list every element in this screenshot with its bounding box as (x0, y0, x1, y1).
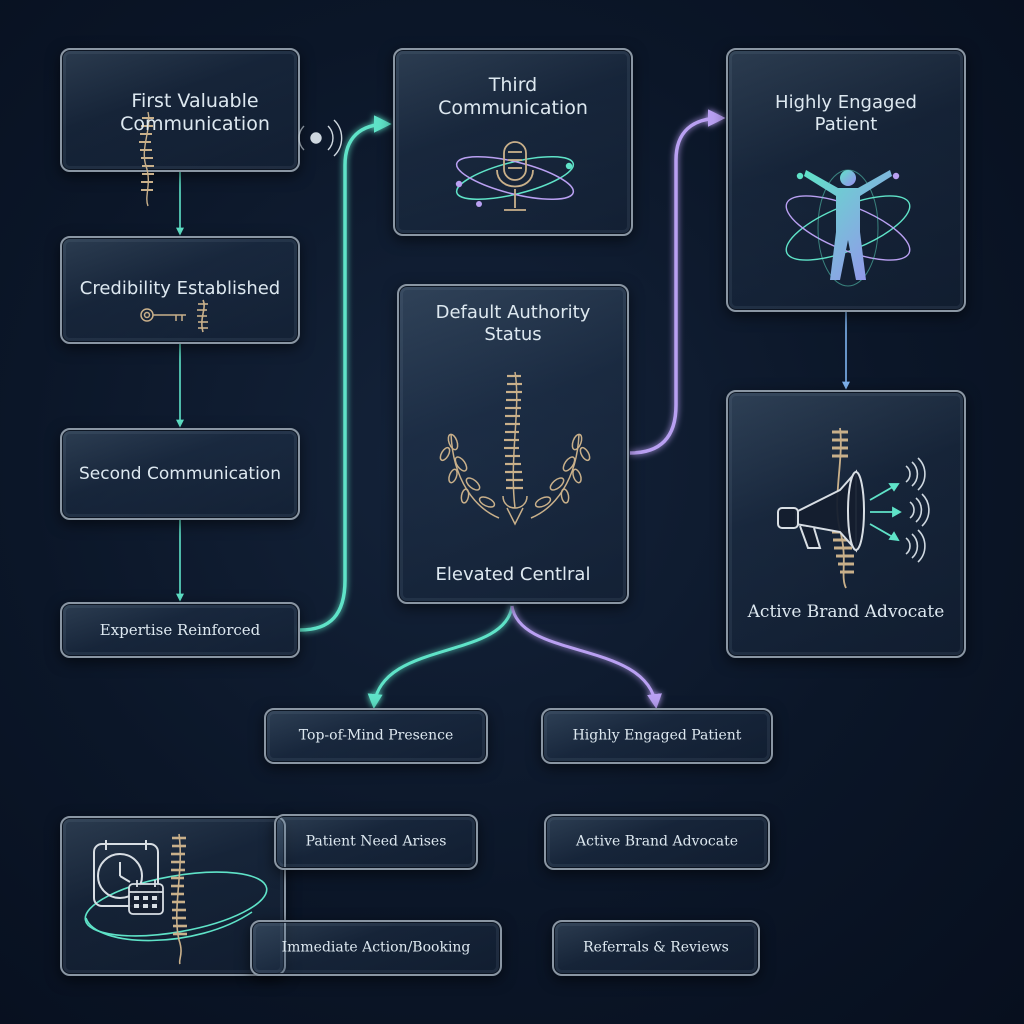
node-label: First Valuable Communication (120, 90, 270, 135)
node-label: Highly Engaged Patient (775, 92, 917, 135)
clock-calendar-panel (60, 816, 286, 976)
node-label: Active Brand Advocate (747, 602, 945, 622)
node-patient-need-arises: Patient Need Arises (274, 814, 478, 870)
node-label: Referrals & Reviews (583, 939, 729, 956)
node-label: Expertise Reinforced (99, 621, 261, 639)
node-highly-engaged-patient-bottom: Highly Engaged Patient (541, 708, 773, 764)
node-default-authority-status: Default Authority Status (397, 284, 629, 604)
node-top-of-mind-presence: Top-of-Mind Presence (264, 708, 488, 764)
node-label: Immediate Action/Booking (281, 939, 471, 956)
sonar-icon (298, 119, 343, 157)
spine-icon (197, 299, 208, 333)
node-label: Elevated Centlral (435, 564, 591, 585)
spine-icon (171, 833, 187, 965)
arrow-expertise-to-third (299, 115, 392, 632)
node-referrals-reviews: Referrals & Reviews (552, 920, 760, 976)
node-immediate-action-booking: Immediate Action/Booking (250, 920, 502, 976)
megaphone-icon (777, 427, 930, 589)
node-label: Top-of-Mind Presence (298, 727, 454, 744)
laurel-spine-icon (439, 371, 591, 526)
node-label: Second Communication (79, 463, 281, 484)
node-label: Active Brand Advocate (576, 833, 738, 850)
node-second-communication: Second Communication (60, 428, 300, 520)
node-first-valuable-communication: First Valuable Communication (60, 48, 343, 207)
clock-icon (84, 840, 268, 942)
node-highly-engaged-patient: Highly Engaged Patient (726, 48, 966, 312)
arrow-elevated-to-topofmind (367, 605, 514, 709)
node-credibility-established: Credibility Established (60, 236, 300, 344)
human-figure-icon (785, 169, 911, 287)
arrow-elevated-to-engaged-bottom (510, 605, 662, 709)
node-label: Credibility Established (79, 278, 281, 299)
node-label: Highly Engaged Patient (572, 727, 742, 744)
node-label: Patient Need Arises (305, 833, 447, 850)
node-expertise-reinforced: Expertise Reinforced (60, 602, 300, 658)
node-active-brand-advocate-bottom: Active Brand Advocate (544, 814, 770, 870)
key-icon (140, 308, 186, 322)
node-label: Third Communication (438, 74, 588, 119)
node-active-brand-advocate: Active Brand Advocate (726, 390, 966, 658)
node-label: Default Authority Status (435, 302, 591, 345)
spine-icon (139, 111, 154, 207)
arrow-default-to-engaged (629, 109, 726, 455)
calendar-icon (128, 880, 164, 915)
microphone-icon (455, 141, 575, 211)
node-third-communication: Third Communication (393, 48, 633, 236)
